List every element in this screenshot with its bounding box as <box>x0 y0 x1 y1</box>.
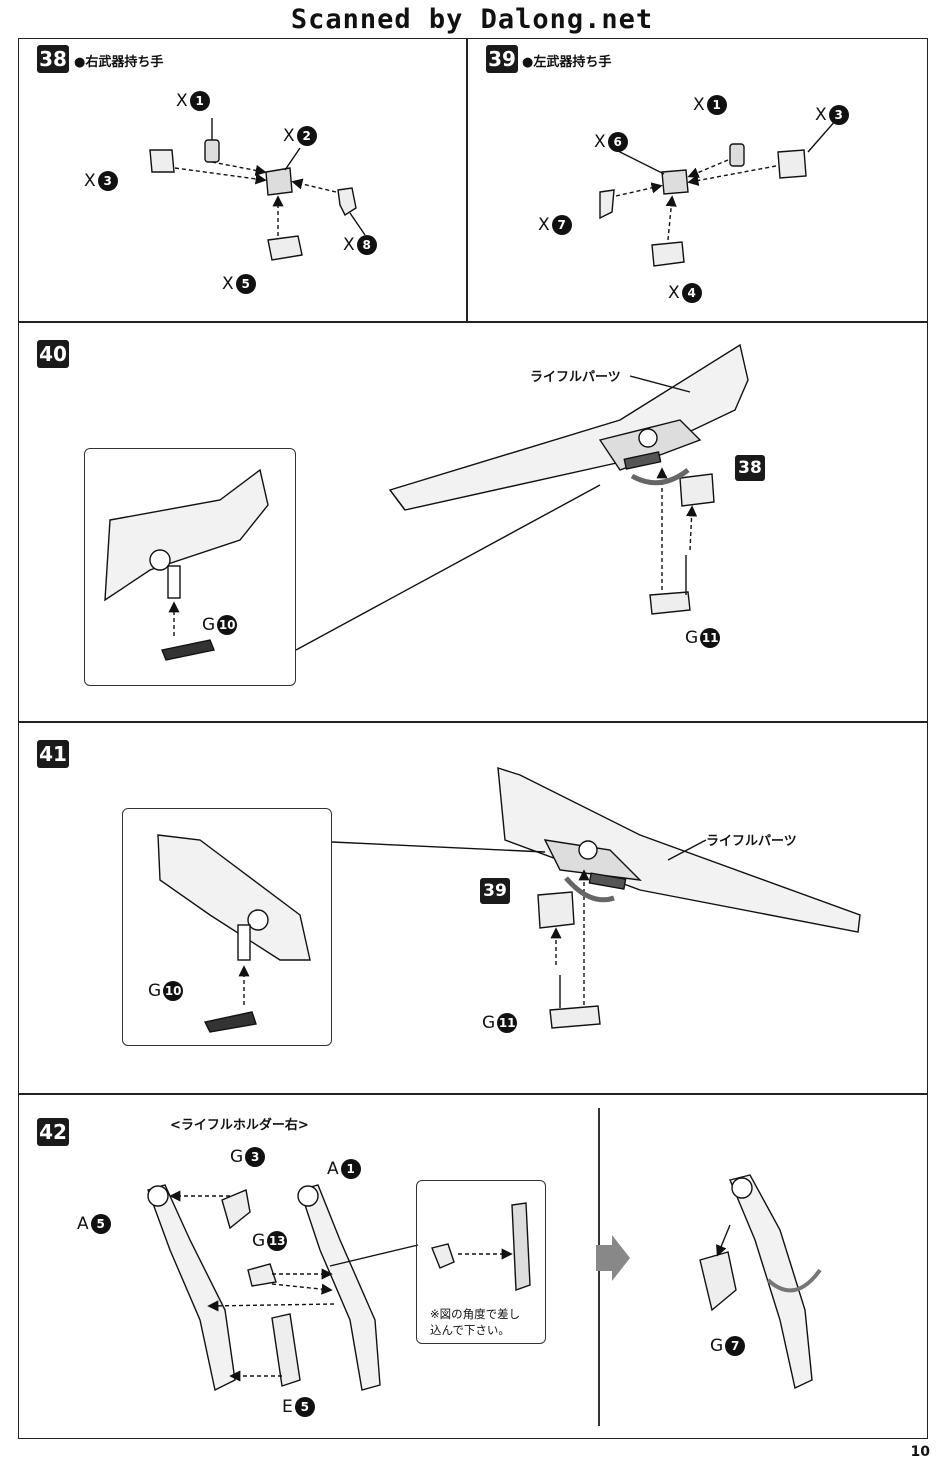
page-number: 10 <box>910 1444 930 1460</box>
hand-part-x5 <box>267 235 303 261</box>
step-reference-badge: 39 <box>480 878 510 904</box>
rifle-diagram-41 <box>331 767 861 1029</box>
step-number: 41 <box>37 740 69 768</box>
detail-inset <box>416 1180 546 1344</box>
step-40-panel <box>18 322 928 722</box>
inset-detail-40 <box>104 468 269 661</box>
step-41-panel <box>18 722 928 1094</box>
step-number: 40 <box>37 340 69 368</box>
step-39-panel <box>466 38 928 322</box>
hand-part-x1 <box>204 118 220 163</box>
step-number: 42 <box>37 1118 69 1146</box>
scan-credit-header: Scanned by Dalong.net <box>290 4 654 35</box>
inset-detail-41 <box>157 834 311 1033</box>
step-38-panel <box>18 38 468 322</box>
step-number: 39 <box>486 45 518 73</box>
instruction-note-line: 込んで下さい。 <box>430 1323 510 1337</box>
step-42-panel <box>18 1094 928 1439</box>
rifle-diagram-40 <box>295 343 749 651</box>
rifle-holder-diagram-42 <box>147 1174 822 1392</box>
detail-inset <box>84 448 296 686</box>
hand-part-x3 <box>149 149 175 173</box>
step-subtitle: <ライフルホルダー右> <box>170 1118 309 1133</box>
step-title: ●左武器持ち手 <box>522 55 612 70</box>
instruction-note-line: ※図の角度で差し <box>430 1307 521 1321</box>
detail-inset <box>122 808 332 1046</box>
step-number: 38 <box>37 45 69 73</box>
rifle-parts-label: ライフルパーツ <box>530 370 621 385</box>
step-reference-badge: 38 <box>735 455 765 481</box>
step-title: ●右武器持ち手 <box>74 55 164 70</box>
hand-part-x2 <box>265 167 293 196</box>
rifle-parts-label: ライフルパーツ <box>706 834 797 849</box>
hand-part-x8 <box>337 187 357 217</box>
